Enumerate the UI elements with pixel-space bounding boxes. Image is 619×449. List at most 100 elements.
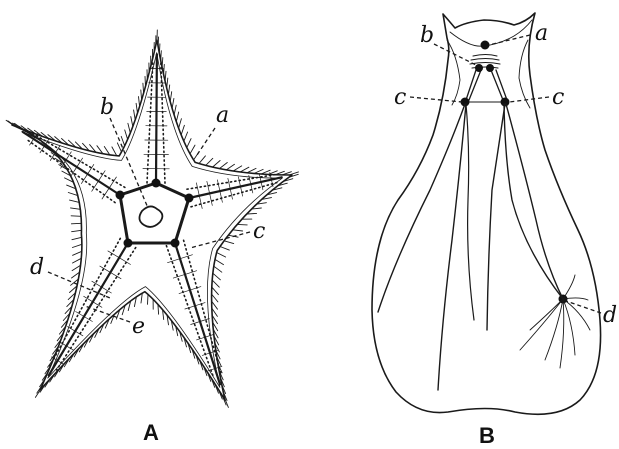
radial-nerve	[175, 243, 220, 384]
branch-nerve	[210, 193, 213, 205]
spine	[237, 224, 247, 225]
spine	[226, 164, 234, 170]
leader-line-a	[197, 128, 215, 155]
spine	[128, 123, 130, 133]
spine	[73, 251, 82, 255]
branch-nerve	[200, 319, 209, 322]
label-b-a: a	[535, 21, 548, 46]
spine	[213, 273, 221, 280]
leader-line-c-left	[410, 97, 462, 102]
node-b-left	[475, 64, 483, 72]
spine	[71, 208, 81, 209]
branch-nerve	[179, 290, 190, 294]
label-b-b: b	[420, 23, 434, 48]
label-a: a	[216, 103, 229, 128]
branch-nerve	[228, 178, 230, 188]
radial-nerve	[49, 243, 128, 375]
caption-a: A	[143, 420, 159, 445]
spine	[215, 259, 224, 264]
starfish-inner-outline	[22, 53, 282, 388]
label-b-c-left: c	[394, 85, 406, 110]
branch-nerve	[241, 187, 243, 197]
spine	[72, 244, 82, 247]
branch-nerve	[180, 255, 193, 259]
branch-nerve	[185, 271, 197, 275]
spine	[70, 200, 80, 202]
branch-nerve	[185, 306, 195, 309]
spine	[148, 294, 149, 304]
radial-nerve	[23, 132, 120, 195]
spine	[212, 287, 219, 295]
spine	[240, 167, 249, 172]
spine	[233, 166, 242, 171]
branch-nerve	[202, 353, 210, 356]
body-outline	[372, 13, 601, 414]
branch-nerve	[190, 287, 201, 291]
spine	[73, 258, 82, 263]
branch-nerve	[220, 191, 223, 202]
label-b: b	[100, 95, 114, 120]
branch-nerve	[251, 184, 253, 193]
branch-nerve	[168, 259, 181, 263]
spine	[181, 125, 184, 135]
label-b-d: d	[603, 303, 617, 328]
branch-nerve	[217, 180, 220, 191]
spine	[72, 237, 82, 239]
nerve-branch	[563, 299, 590, 330]
leader-line-c-right	[509, 97, 549, 102]
branch-nerve	[191, 322, 200, 325]
spine	[212, 294, 218, 302]
spine	[224, 241, 234, 244]
spine	[247, 168, 256, 172]
spine	[72, 230, 82, 231]
leader-line-d-b	[566, 301, 601, 313]
spine	[190, 145, 195, 154]
spine	[71, 216, 81, 217]
branch-nerve	[207, 181, 210, 193]
tube-feet-row	[50, 238, 121, 366]
spine	[219, 163, 227, 169]
branch-nerve	[84, 317, 92, 322]
spine	[217, 253, 226, 258]
radial-nerves	[378, 104, 563, 390]
nerve-ring-bands	[466, 55, 507, 103]
node-b-right	[486, 64, 494, 72]
label-d: d	[30, 255, 44, 280]
branch-nerve	[75, 331, 83, 336]
spine	[233, 230, 243, 231]
leader-line-a-b	[489, 35, 530, 45]
radial-nerve	[156, 54, 157, 183]
mouth-opening	[139, 206, 162, 226]
spine	[131, 117, 133, 127]
label-c: c	[253, 219, 265, 244]
spine	[212, 280, 219, 287]
spine	[112, 147, 117, 156]
branch-nerve	[173, 274, 185, 278]
spine	[220, 247, 229, 251]
branch-nerve	[197, 337, 206, 340]
branch-nerve	[196, 183, 199, 196]
label-e: e	[132, 314, 145, 339]
spine	[206, 158, 213, 165]
starfish-drawing: a b c d e	[6, 30, 298, 407]
spine	[213, 161, 221, 168]
branch-nerve	[230, 189, 232, 199]
node-a	[481, 41, 490, 50]
nerve-branch	[530, 299, 563, 330]
branch-nerve	[238, 177, 240, 187]
branch-nerve	[108, 251, 119, 258]
spine	[125, 130, 128, 140]
branch-nerve	[195, 303, 205, 306]
spine	[214, 266, 222, 272]
branch-nerve	[66, 346, 73, 350]
leader-line-b-b	[434, 44, 478, 66]
caption-b: B	[479, 423, 495, 448]
spine	[71, 223, 81, 224]
spine	[199, 156, 205, 164]
nerve-ring	[120, 183, 189, 243]
spine	[187, 139, 191, 148]
label-b-c-right: c	[552, 85, 564, 110]
spine	[184, 132, 188, 141]
spine	[179, 119, 182, 129]
